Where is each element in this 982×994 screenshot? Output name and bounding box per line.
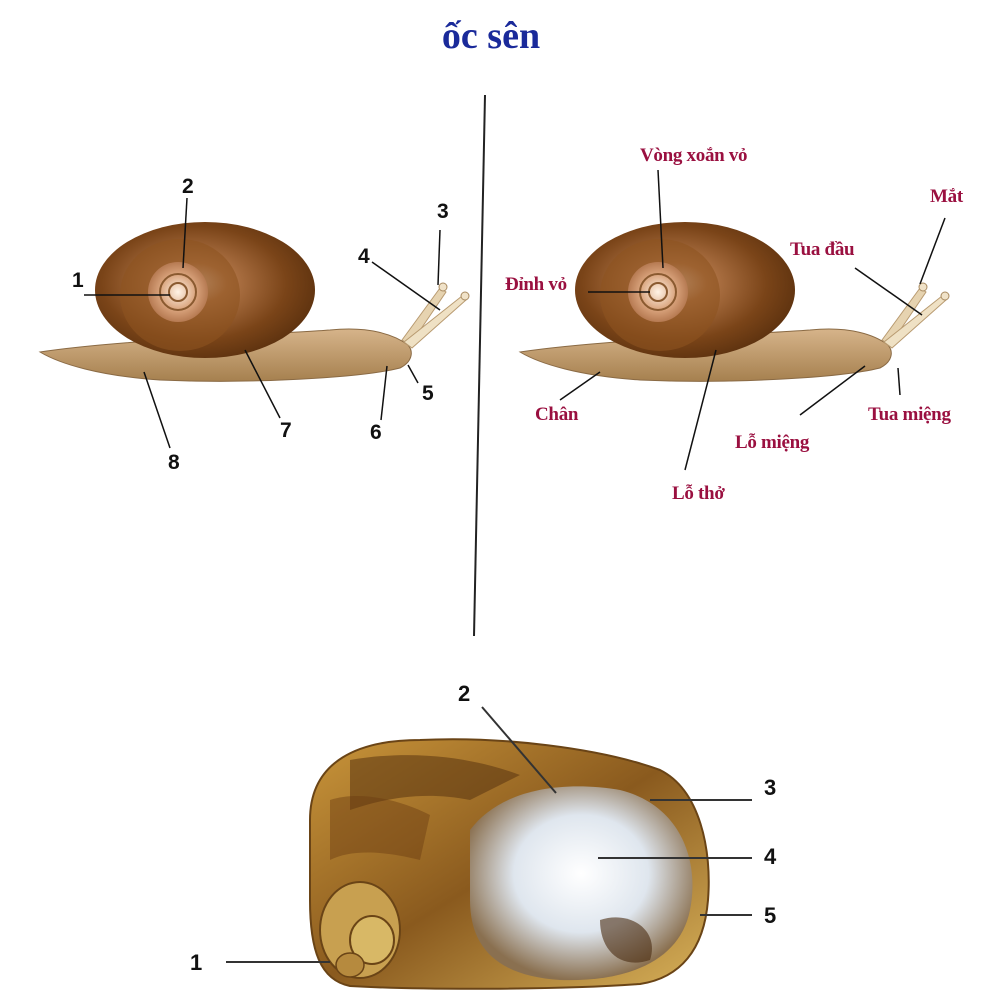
- left-label-7: 7: [280, 420, 292, 441]
- section-label-4: 4: [764, 846, 776, 868]
- left-label-4: 4: [358, 246, 370, 267]
- label-shell-apex: Đỉnh vỏ: [505, 275, 567, 294]
- label-eye: Mắt: [930, 187, 963, 206]
- snail-left: [40, 198, 469, 448]
- label-shell-whorl: Vòng xoắn vỏ: [640, 146, 747, 165]
- left-label-1: 1: [72, 270, 84, 291]
- section-label-2: 2: [458, 683, 470, 705]
- label-head-tentacle: Tua đầu: [790, 240, 854, 259]
- label-breathing-hole: Lỗ thở: [672, 484, 725, 503]
- label-mouth-tentacle: Tua miệng: [868, 405, 951, 424]
- snail-right: [520, 170, 949, 470]
- section-label-3: 3: [764, 777, 776, 799]
- shell-cross-section: [226, 707, 752, 989]
- divider-line: [474, 95, 485, 636]
- left-label-5: 5: [422, 383, 434, 404]
- left-label-8: 8: [168, 452, 180, 473]
- left-label-6: 6: [370, 422, 382, 443]
- left-label-3: 3: [437, 201, 449, 222]
- section-label-5: 5: [764, 905, 776, 927]
- label-foot: Chân: [535, 405, 578, 424]
- section-label-1: 1: [190, 952, 202, 974]
- left-label-2: 2: [182, 176, 194, 197]
- label-mouth: Lỗ miệng: [735, 433, 809, 452]
